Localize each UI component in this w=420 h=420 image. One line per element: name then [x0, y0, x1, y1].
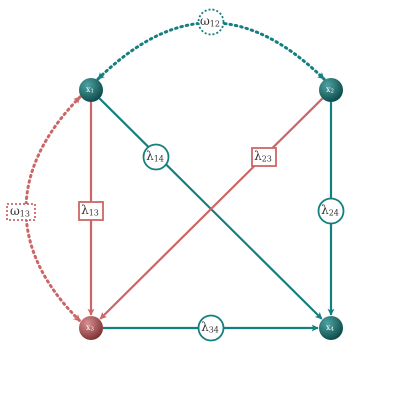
edge-label-lambda14-text-base: λ [146, 149, 154, 163]
node-x3-sphere [79, 316, 103, 340]
edge-label-lambda23: λ23 [251, 147, 277, 167]
edge-label-lambda14: λ14 [142, 143, 170, 171]
node-x1-label-subscript: 1 [91, 89, 95, 95]
edge-label-lambda34-circle [197, 314, 225, 342]
edge-label-lambda24-text-subscript: 24 [329, 208, 339, 217]
edge-label-lambda13-box [78, 201, 104, 221]
node-x2: x2 [319, 78, 343, 102]
edge-label-lambda13: λ13 [78, 201, 104, 221]
edge-label-lambda34-text: λ34 [201, 320, 219, 334]
edge-label-omega13-text: ω13 [10, 204, 30, 218]
edge-label-omega13: ω13 [6, 203, 36, 221]
edge-label-lambda13-text-subscript: 13 [89, 208, 99, 217]
node-x1-label: x1 [86, 85, 94, 95]
edge-label-omega12-circle [197, 8, 225, 36]
edge-label-lambda34: λ34 [197, 314, 225, 342]
node-x3-label-base: x [86, 323, 91, 332]
edge-label-omega12-text-base: ω [200, 14, 210, 28]
node-x2-label-subscript: 2 [331, 89, 335, 95]
edge-label-omega13-text-subscript: 13 [20, 209, 30, 218]
edge-label-lambda14-text-subscript: 14 [154, 154, 164, 163]
edge-label-lambda14-circle [142, 143, 170, 171]
edge-label-lambda23-text-base: λ [254, 149, 262, 163]
edge-label-lambda14-text: λ14 [146, 149, 164, 163]
edge-label-lambda24-text-base: λ [321, 203, 329, 217]
edge-label-omega13-box [6, 203, 36, 221]
edge-label-omega12: ω12 [197, 8, 225, 36]
node-x2-label: x2 [326, 85, 334, 95]
edge-label-omega12-text: ω12 [200, 14, 220, 28]
node-x3-label: x3 [86, 323, 95, 333]
node-x1-label-base: x [86, 85, 91, 94]
edge-label-lambda13-text-base: λ [81, 203, 89, 217]
edge-label-lambda23-text: λ23 [254, 149, 272, 163]
edge-lambda23-arrow [99, 97, 324, 320]
node-x3-label-subscript: 3 [91, 327, 95, 333]
node-x2-sphere [319, 78, 343, 102]
edge-label-lambda34-text-subscript: 34 [209, 325, 219, 334]
edge-label-lambda24-text: λ24 [321, 203, 339, 217]
edge-label-omega13-text-base: ω [10, 204, 20, 218]
node-x1-sphere [79, 78, 103, 102]
node-x4: x4 [319, 316, 343, 340]
node-x4-sphere [319, 316, 343, 340]
edge-label-lambda24-circle [317, 197, 345, 225]
edge-label-lambda23-box [251, 147, 277, 167]
node-x4-label-subscript: 4 [331, 327, 335, 333]
node-x4-label-base: x [326, 323, 331, 332]
node-x1: x1 [79, 78, 103, 102]
edge-label-lambda24: λ24 [317, 197, 345, 225]
edge-label-omega12-text-subscript: 12 [210, 19, 220, 28]
edge-label-lambda13-text: λ13 [81, 203, 99, 217]
node-x3: x3 [79, 316, 103, 340]
node-x2-label-base: x [326, 85, 331, 94]
edge-label-lambda23-text-subscript: 23 [262, 154, 272, 163]
node-x4-label: x4 [326, 323, 335, 333]
edge-label-lambda34-text-base: λ [201, 320, 209, 334]
